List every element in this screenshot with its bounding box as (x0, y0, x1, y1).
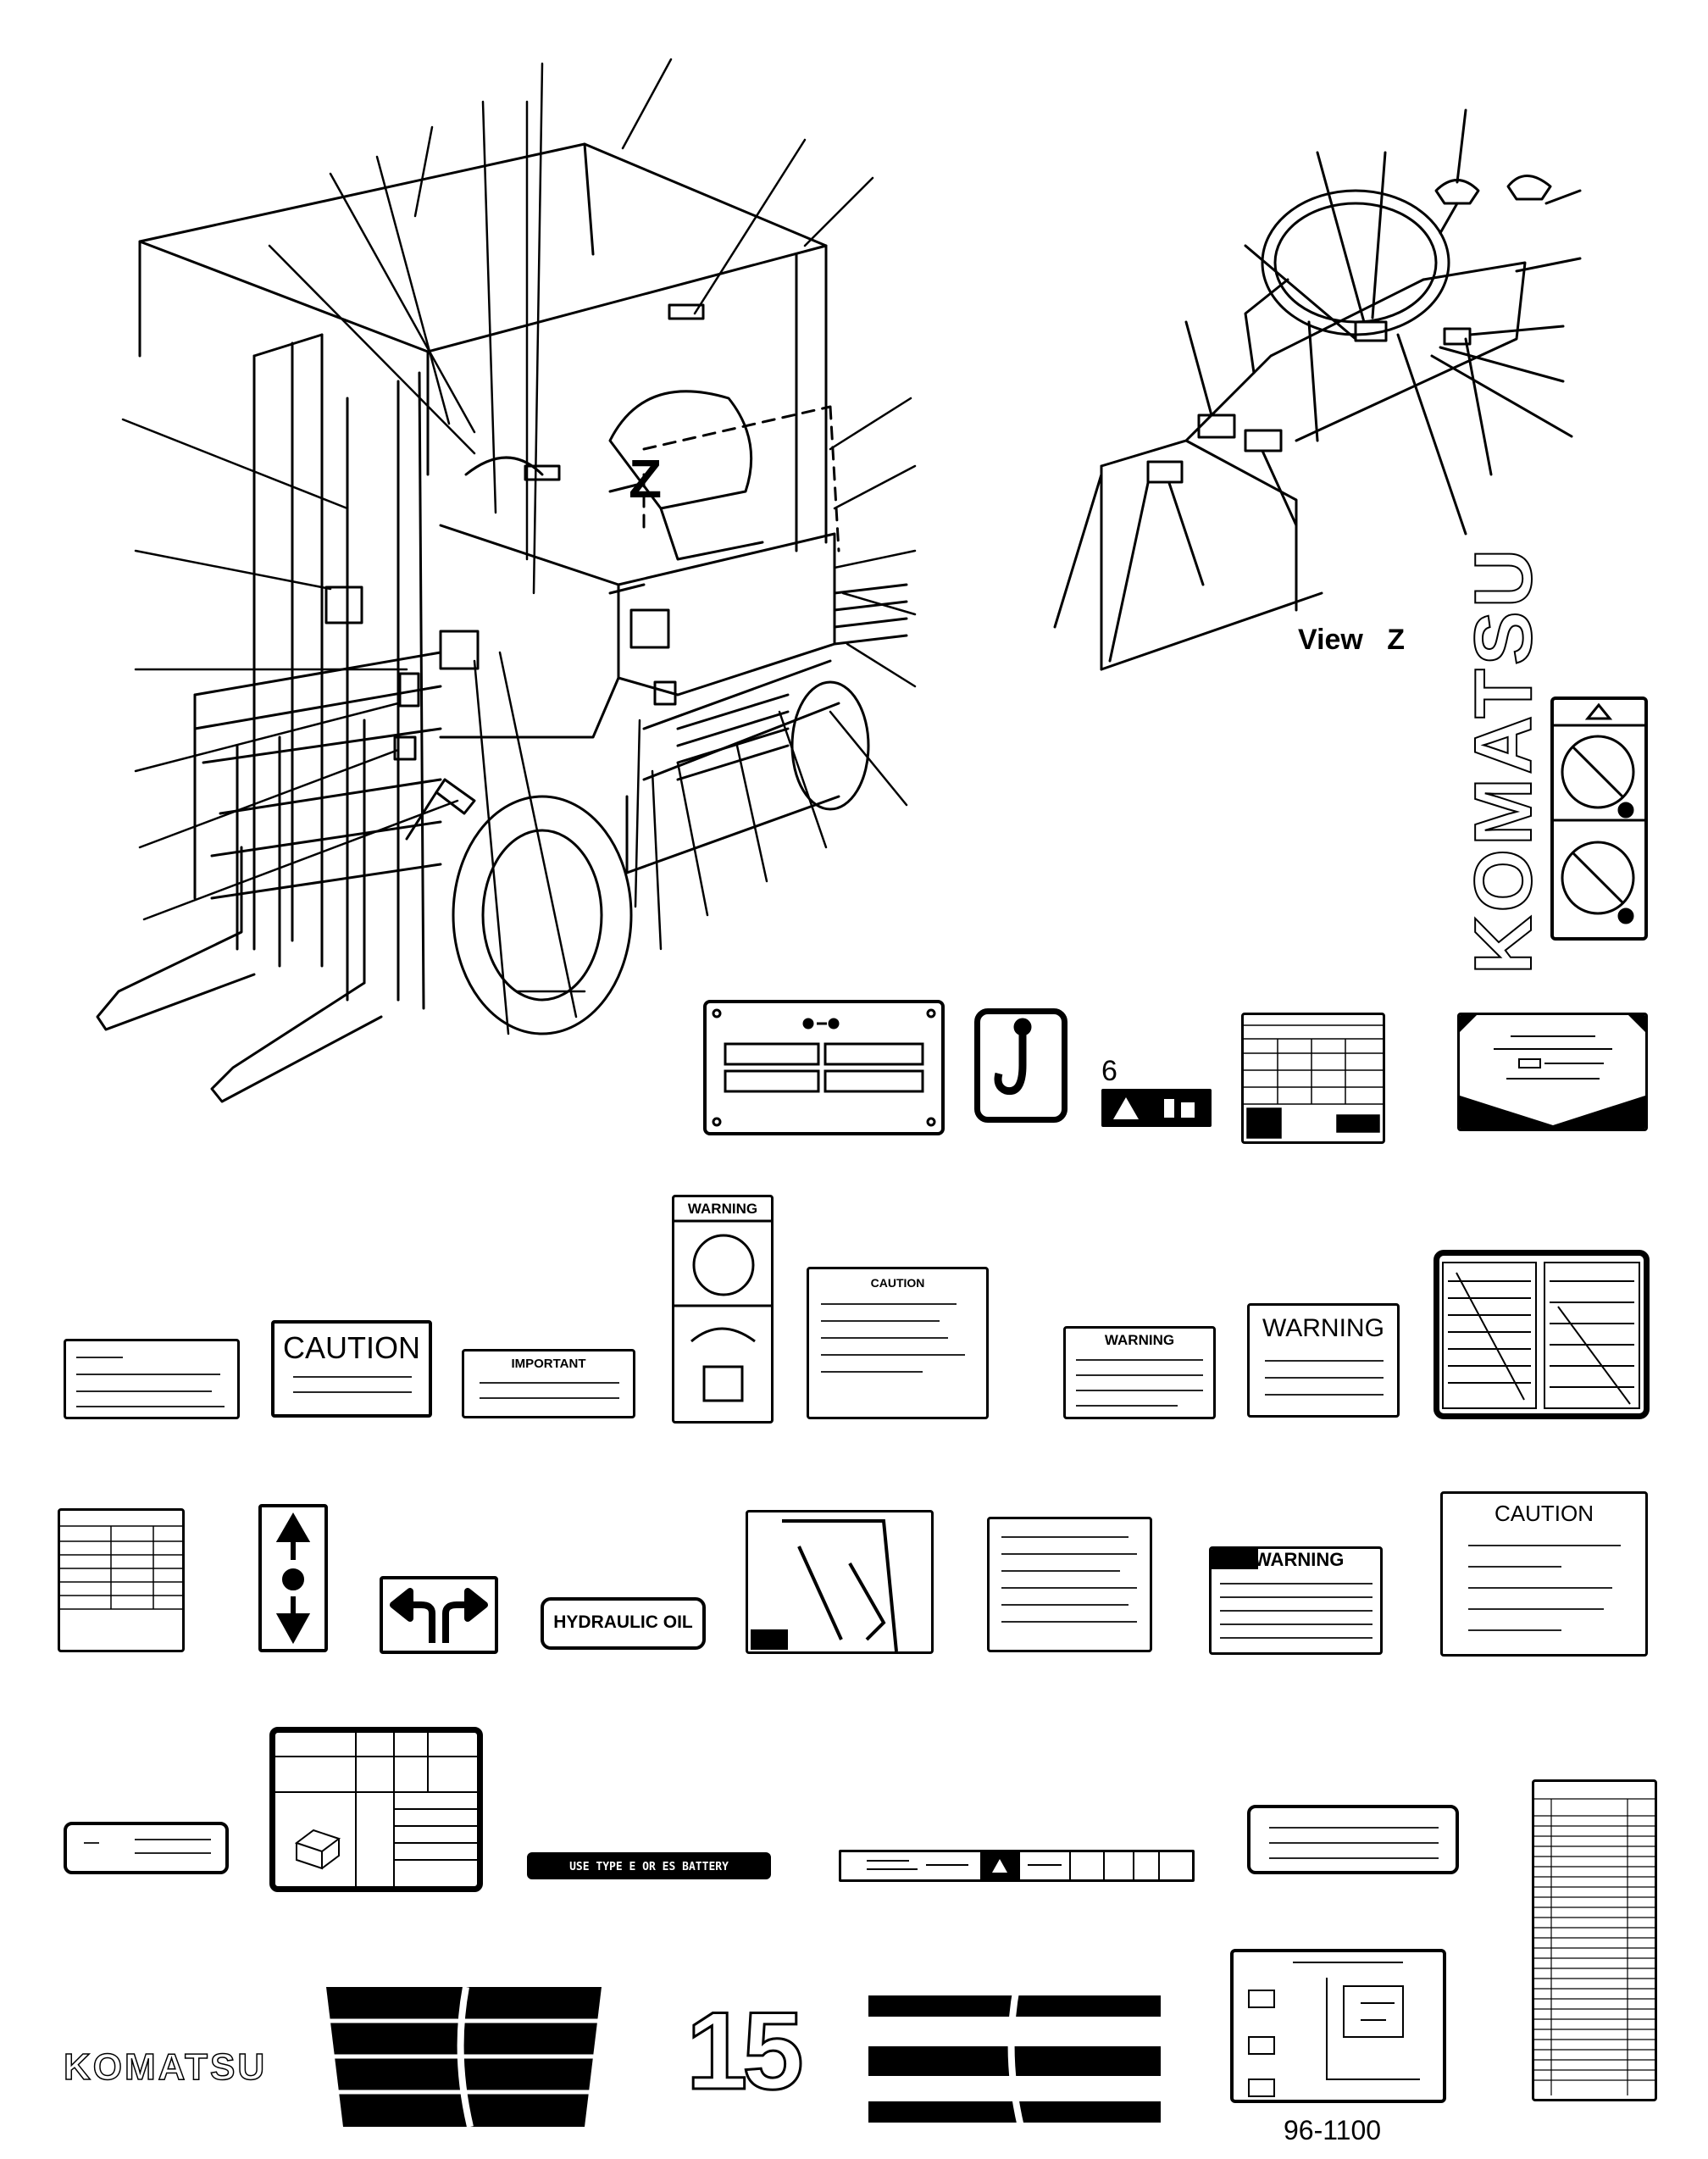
control-strip-graphic (867, 1852, 1160, 1879)
caution-decal-3: CAUTION (1440, 1491, 1648, 1657)
caution-decal-2: CAUTION (807, 1267, 989, 1419)
lift-direction-decal (258, 1504, 328, 1652)
capacity-plate-graphic (712, 1008, 936, 1127)
text-decal-3 (1247, 1805, 1459, 1874)
up-down-arrow-icon (275, 1512, 311, 1645)
battery-type-label: USE TYPE E OR ES BATTERY (569, 1861, 729, 1873)
forklift-illustration (96, 142, 908, 1103)
caution-decal-2-title: CAUTION (870, 1276, 925, 1290)
caution-decal-1: CAUTION (271, 1320, 432, 1418)
capacity-plate (703, 1000, 945, 1135)
warning-pictogram-icon (674, 1219, 771, 1402)
operator-seat-icon (751, 1519, 898, 1651)
warning-decal-3-title: WARNING (1262, 1314, 1384, 1342)
warning-decal-4-title: WARNING (1254, 1549, 1345, 1570)
turn-arrows-icon (390, 1588, 488, 1643)
load-chart-decal (1241, 1013, 1385, 1144)
hook-icon (994, 1018, 1032, 1096)
view-z-label: View Z (1298, 624, 1405, 656)
komatsu-small-logo: KOMATSU (63, 2045, 268, 2089)
komatsu-vertical-logo: KOMATSU (1457, 545, 1550, 975)
warning-decal-2-title: WARNING (1104, 1332, 1175, 1348)
view-z-marker: Z (629, 448, 663, 509)
inspection-chart-graphic (275, 1733, 477, 1886)
hydraulic-oil-decal: HYDRAULIC OIL (541, 1597, 706, 1650)
load-chart-graphic (1244, 1024, 1383, 1139)
operating-chart-graphic (1442, 1262, 1640, 1409)
warning-decal-2: WARNING (1063, 1326, 1216, 1419)
stripe-trapezoid-graphic (326, 1987, 602, 2127)
diamond-warning-graphic (1460, 1015, 1645, 1129)
view-z-number: 6 (1101, 1055, 1117, 1087)
leader-lines (121, 58, 917, 1035)
battery-type-decal: USE TYPE E OR ES BATTERY (527, 1852, 771, 1879)
turn-direction-decal (380, 1576, 498, 1654)
text-decal-2 (987, 1517, 1152, 1652)
stripe-rectangle-graphic (868, 1987, 1161, 2127)
lube-chart-graphic (60, 1525, 182, 1610)
parts-list-graphic (1534, 1798, 1655, 2095)
warning-triangle-icon (1113, 1097, 1195, 1119)
view-z-illustration (1053, 108, 1582, 671)
drawing-number: 96-1100 (1284, 2115, 1382, 2145)
no-riders-icon (1554, 702, 1644, 924)
inspection-chart-decal (269, 1727, 483, 1892)
parts-list-decal (1532, 1779, 1657, 2101)
important-decal: IMPORTANT (462, 1349, 635, 1418)
schematic-graphic (1248, 1962, 1420, 2097)
hydraulic-oil-label: HYDRAULIC OIL (553, 1612, 693, 1632)
caution-decal-1-title: CAUTION (283, 1330, 420, 1365)
serial-plate-decal (64, 1822, 229, 1874)
important-decal-title: IMPORTANT (511, 1357, 586, 1371)
warning-panel-title: WARNING (687, 1201, 758, 1217)
schematic-decal (1230, 1949, 1446, 2103)
warning-pictogram-decal (1550, 697, 1648, 941)
stripe-decal-rectangle (868, 1987, 1161, 2127)
caution-decal-3-title: CAUTION (1494, 1501, 1594, 1526)
stripe-decal-trapezoid (326, 1987, 602, 2127)
lube-chart-decal (58, 1508, 185, 1652)
model-number-decal: 15 (685, 1988, 806, 2114)
operator-seat-decal (746, 1510, 934, 1654)
warning-panel-decal: WARNING (672, 1195, 774, 1424)
operating-chart-decal (1434, 1250, 1650, 1419)
control-strip-decal (839, 1850, 1195, 1882)
text-decal-1 (64, 1339, 240, 1419)
warning-decal-4: WARNING (1209, 1546, 1383, 1655)
small-warning-strip (1101, 1089, 1212, 1127)
warning-decal-3: WARNING (1247, 1303, 1400, 1418)
lift-hook-decal (974, 1008, 1068, 1123)
diamond-warning-decal (1457, 1013, 1648, 1131)
